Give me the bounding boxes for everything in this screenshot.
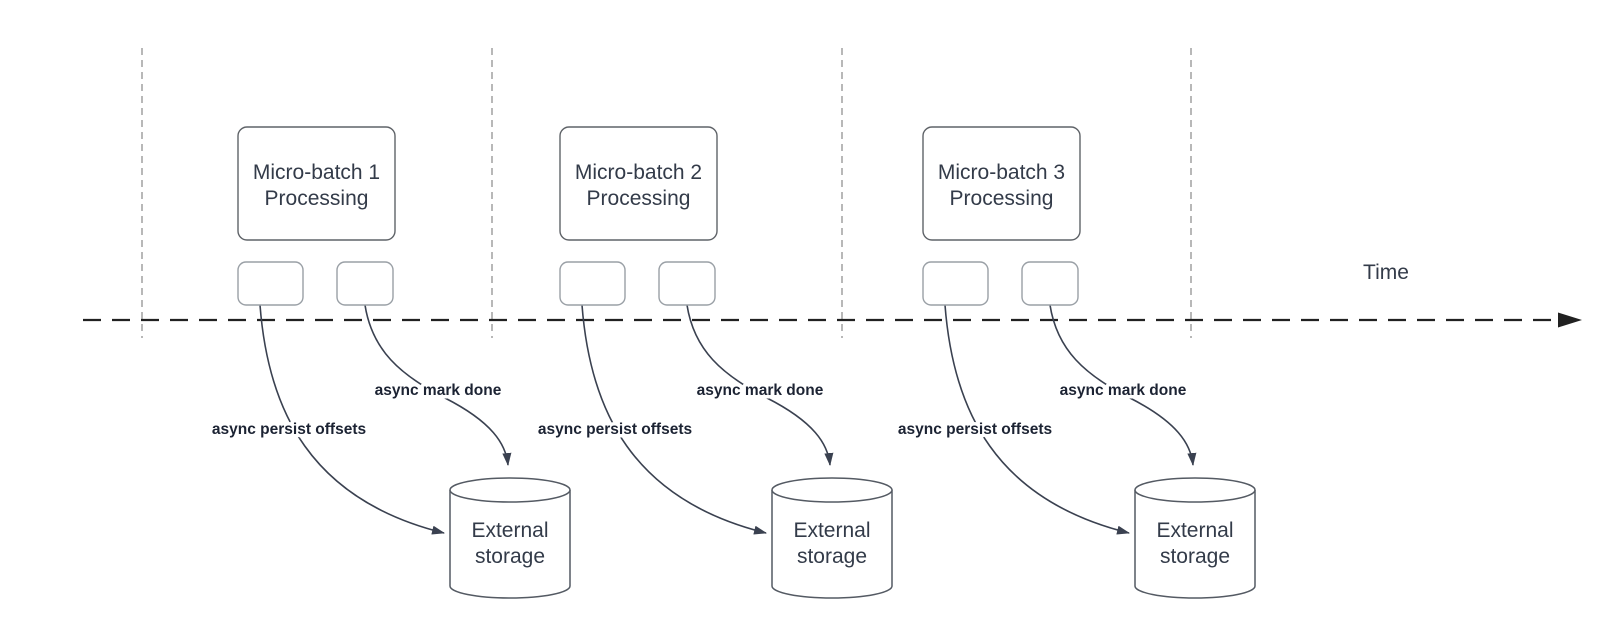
storage-label-line1: External	[793, 519, 870, 542]
microbatch-box-title-line2: Processing	[950, 187, 1054, 210]
batch-group-2: Micro-batch 2 Processing async mark done…	[534, 126, 893, 599]
microbatch-box-title-line1: Micro-batch 1	[253, 161, 380, 184]
storage-label-line2: storage	[1160, 545, 1230, 568]
microbatch-processing-box	[559, 126, 718, 241]
microbatch-processing-box	[237, 126, 396, 241]
external-storage-cylinder: External storage	[771, 477, 893, 599]
time-axis-arrowhead	[1558, 312, 1582, 328]
microbatch-box-title-line2: Processing	[587, 187, 691, 210]
microbatch-box-title-line1: Micro-batch 3	[938, 161, 1065, 184]
microbatch-box-title-line1: Micro-batch 2	[575, 161, 702, 184]
time-axis-label: Time	[1363, 261, 1409, 284]
mark-done-task-box	[1021, 261, 1079, 306]
mark-done-task-box	[336, 261, 394, 306]
external-storage-cylinder: External storage	[449, 477, 571, 599]
persist-offsets-arrow	[259, 304, 446, 535]
persist-offsets-label: async persist offsets	[212, 421, 366, 438]
storage-label-line1: External	[471, 519, 548, 542]
mark-done-label: async mark done	[1060, 382, 1187, 399]
storage-label-line1: External	[1156, 519, 1233, 542]
persist-offsets-task-box	[922, 261, 989, 306]
persist-offsets-task-box	[559, 261, 626, 306]
mark-done-arrow	[364, 304, 512, 467]
persist-offsets-arrow	[581, 304, 768, 535]
microbatch-processing-box	[922, 126, 1081, 241]
batch-group-3: Micro-batch 3 Processing async mark done…	[894, 126, 1256, 599]
persist-offsets-label: async persist offsets	[898, 421, 1052, 438]
storage-label-line2: storage	[475, 545, 545, 568]
storage-label-line2: storage	[797, 545, 867, 568]
mark-done-task-box	[658, 261, 716, 306]
batch-group-1: Micro-batch 1 Processing async mark done…	[208, 126, 571, 599]
persist-offsets-task-box	[237, 261, 304, 306]
mark-done-label: async mark done	[375, 382, 502, 399]
mark-done-label: async mark done	[697, 382, 824, 399]
external-storage-cylinder: External storage	[1134, 477, 1256, 599]
mark-done-arrow	[1049, 304, 1197, 467]
persist-offsets-arrow	[944, 304, 1131, 535]
persist-offsets-label: async persist offsets	[538, 421, 692, 438]
microbatch-box-title-line2: Processing	[265, 187, 369, 210]
mark-done-arrow	[686, 304, 834, 467]
